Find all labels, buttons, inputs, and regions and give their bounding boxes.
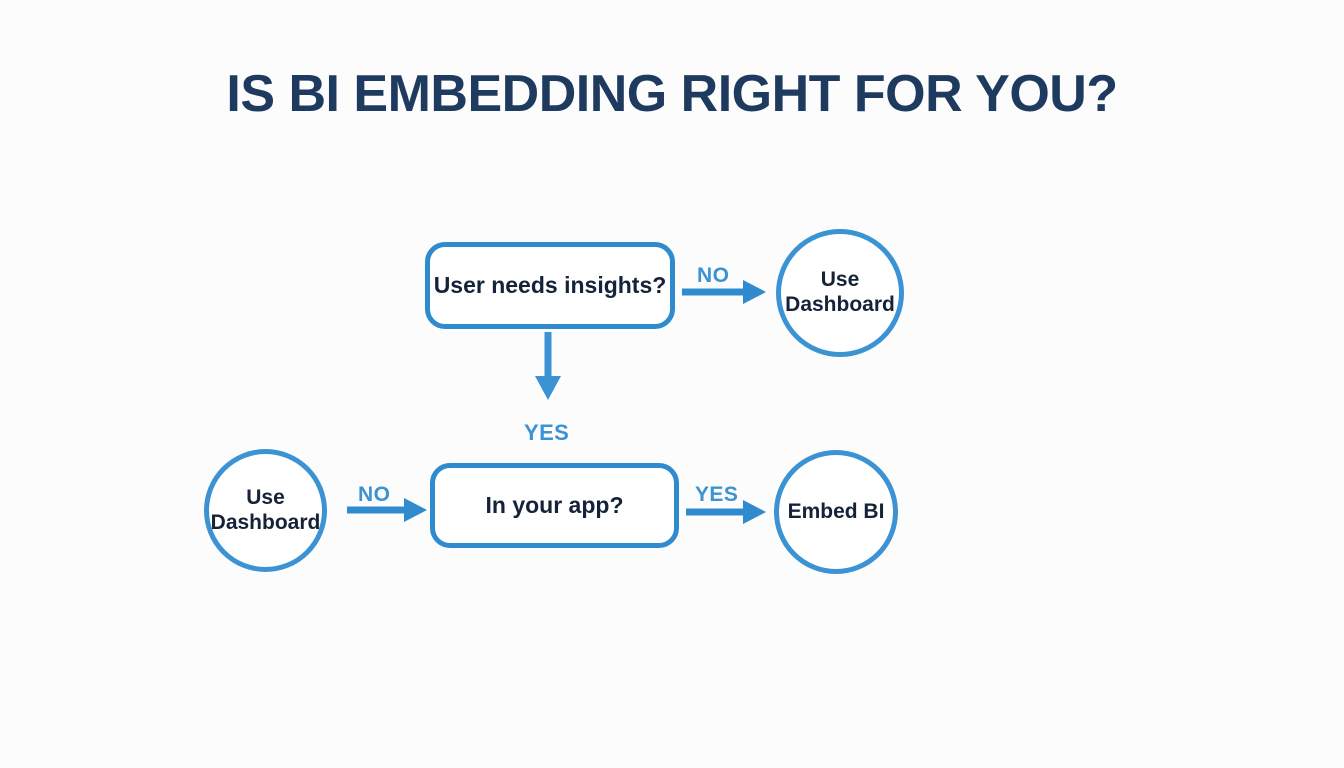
edge-label-no-bottom: NO (358, 483, 391, 506)
node-use-dashboard-bottom[interactable]: Use Dashboard (204, 449, 327, 572)
node-label-embed-bi: Embed BI (787, 499, 885, 523)
node-label-use-dashboard-bottom: Use Dashboard (205, 486, 327, 536)
node-embed-bi[interactable]: Embed BI (774, 450, 898, 574)
arrow-yes-down (535, 332, 561, 400)
node-label-line1: Use (246, 485, 285, 509)
edge-label-yes-down: YES (524, 420, 570, 445)
node-user-needs-insights[interactable]: User needs insights? (425, 242, 675, 329)
edge-label-no-top: NO (697, 264, 730, 287)
node-label-line2: Dashboard (785, 293, 895, 316)
edge-label-yes-right: YES (695, 483, 739, 506)
page-title: IS BI EMBEDDING RIGHT FOR YOU? (226, 65, 1118, 123)
node-label-user-needs-insights: User needs insights? (433, 272, 667, 299)
node-label-in-your-app: In your app? (485, 492, 624, 519)
node-use-dashboard-top[interactable]: Use Dashboard (776, 229, 904, 357)
node-label-line2: Dashboard (210, 510, 321, 534)
node-label-line1: Use (820, 268, 860, 292)
node-label-use-dashboard-top: Use Dashboard (779, 268, 901, 318)
node-in-your-app[interactable]: In your app? (430, 463, 679, 548)
